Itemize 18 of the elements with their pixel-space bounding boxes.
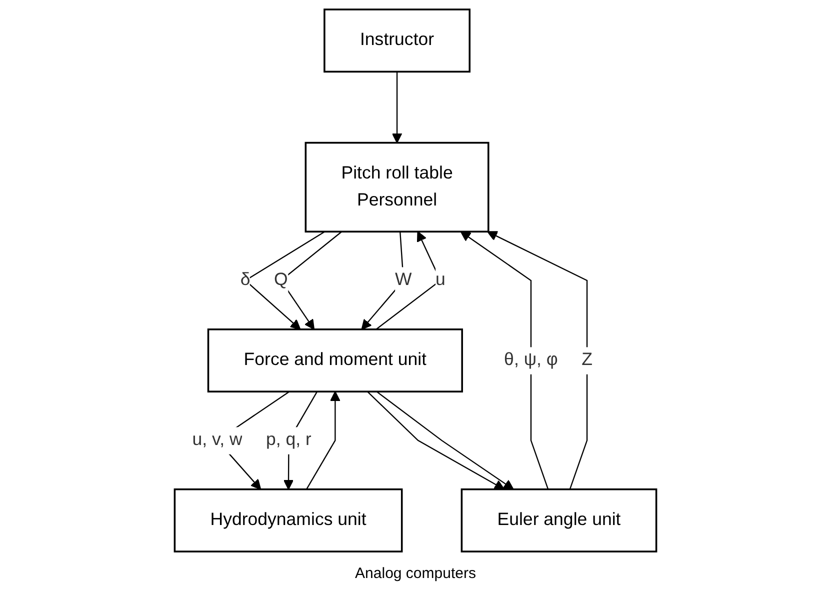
arrow — [392, 72, 402, 144]
edge-label: W — [395, 270, 412, 290]
edge-label: Z — [582, 350, 592, 370]
edge-label: p, q, r — [266, 429, 312, 450]
edge-label: δ — [240, 270, 250, 290]
node-box: Instructor — [324, 8, 470, 73]
arrow — [460, 231, 549, 490]
group-caption: Analog computers — [355, 565, 476, 582]
edge-label: u, v, w — [192, 429, 242, 450]
node-box: Hydrodynamics unit — [174, 488, 403, 552]
arrow — [306, 391, 340, 490]
edge-label: Q — [274, 270, 288, 290]
edge-label: u — [436, 270, 446, 290]
node-box: Euler angle unit — [460, 488, 658, 552]
edge-label: θ, ψ, φ — [504, 350, 558, 370]
node-box: Force and moment unit — [207, 328, 463, 392]
node-box: Pitch roll table Personnel — [304, 142, 490, 233]
arrow — [487, 231, 588, 490]
